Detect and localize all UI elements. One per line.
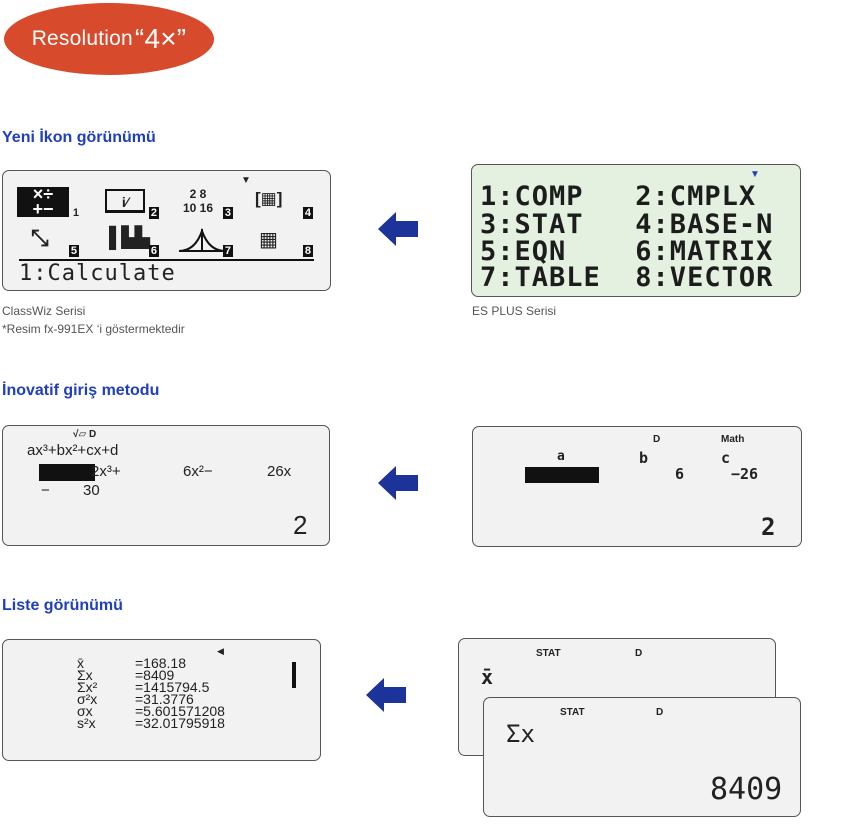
spreadsheet-icon: ▦ xyxy=(259,229,278,251)
classwiz-input-screen: √▱ D ax³+bx²+cx+d 2x³+ 6x²− 26x − 30 2 xyxy=(2,425,330,546)
stats-row: s²x =32.01795918 xyxy=(77,715,225,731)
esplus-menu-line: 5:EQN 6:MATRIX xyxy=(480,236,774,267)
menu-icon-normal-curve[interactable]: 7 xyxy=(171,223,233,257)
scroll-down-indicator-icon: ▼ xyxy=(750,169,760,180)
result-value: 2 xyxy=(761,513,776,541)
menu-selected-label: 1:Calculate xyxy=(19,259,314,286)
stats-row: x̄ =168.18 xyxy=(77,655,225,671)
esplus-menu-line: 7:TABLE 8:VECTOR xyxy=(480,262,774,293)
esplus-menu-line: 3:STAT 4:BASE-N xyxy=(480,209,774,240)
result-term-2: 6x²− xyxy=(183,463,213,480)
caption-esplus: ES PLUS Serisi xyxy=(472,304,557,318)
complex-icon: i⁄ xyxy=(105,189,145,213)
base-n-bottom: 10 16 xyxy=(182,201,214,215)
badge-prefix: Resolution xyxy=(31,27,133,50)
stats-label: x̄ xyxy=(77,655,84,671)
stats-value: =1415794.5 xyxy=(135,679,210,695)
stats-value: =32.01795918 xyxy=(135,715,225,731)
menu-icon-distribution[interactable]: ▌▙▙ 6 xyxy=(97,223,159,257)
cursor-highlight xyxy=(39,464,95,481)
coef-value-c: −26 xyxy=(731,465,759,483)
stats-value: =5.601571208 xyxy=(135,703,225,719)
stats-row: Σx =8409 xyxy=(77,667,225,683)
stats-value: =8409 xyxy=(135,667,175,683)
badge-emph: “4×” xyxy=(134,23,187,54)
section-heading-input: İnovatif giriş metodu xyxy=(2,382,160,399)
stats-label: σ²x xyxy=(77,691,98,707)
result-sign: − xyxy=(41,482,50,499)
left-arrow-icon xyxy=(366,678,406,712)
stats-variable-value: 8409 xyxy=(710,772,783,807)
stats-variable-label: x̄ xyxy=(481,665,494,689)
esplus-input-screen: D Math a b c 6 −26 2 xyxy=(472,426,802,547)
menu-icon-number: 8 xyxy=(302,245,313,257)
esplus-menu-line: 1:COMP 2:CMPLX xyxy=(480,181,757,212)
menu-icon-number: 5 xyxy=(68,245,79,257)
menu-icon-number: 6 xyxy=(148,245,159,257)
stats-row: σ²x =31.3776 xyxy=(77,691,225,707)
menu-icon-number: 7 xyxy=(222,245,233,257)
esplus-stats-front-screen: STAT D Σx 8409 xyxy=(483,697,801,817)
coef-label-a: a xyxy=(557,449,565,464)
menu-icon-number: 1 xyxy=(72,207,79,219)
menu-icon-base-n[interactable]: 2 8 10 16 3 xyxy=(171,185,233,219)
statistics-icon: ⤡ xyxy=(31,225,49,250)
scroll-left-indicator-icon: ◀ xyxy=(217,646,224,656)
menu-icon-calculate[interactable]: ×÷+− 1 xyxy=(17,185,79,219)
stats-list: x̄ =168.18 Σx =8409 Σx² =1415794.5 σ²x =31.3… xyxy=(77,655,225,731)
base-n-icon: 2 8 10 16 xyxy=(175,187,221,215)
stats-value: =168.18 xyxy=(135,655,186,671)
status-d: D xyxy=(656,707,664,718)
stats-value: =31.3776 xyxy=(135,691,194,707)
esplus-menu-screen: ▼ 1:COMP 2:CMPLX 3:STAT 4:BASE-N 5:EQN 6… xyxy=(471,164,801,297)
resolution-badge: Resolution“4×” xyxy=(4,3,214,75)
result-term-3: 26x xyxy=(267,463,292,480)
bell-curve-icon xyxy=(178,227,226,252)
left-arrow-icon xyxy=(378,212,418,246)
status-math: Math xyxy=(721,434,745,445)
caption-classwiz-series: ClassWiz Serisi xyxy=(2,304,86,318)
equation-form: ax³+bx²+cx+d xyxy=(27,442,119,459)
coef-label-b: b xyxy=(639,449,649,467)
calculate-icon: ×÷+− xyxy=(17,185,69,218)
base-n-top: 2 8 xyxy=(189,187,207,201)
scrollbar-thumb[interactable] xyxy=(292,662,296,688)
stats-label: σx xyxy=(77,703,93,719)
result-value: 2 xyxy=(293,510,308,540)
status-stat: STAT xyxy=(560,707,585,718)
status-stat: STAT xyxy=(536,648,561,659)
menu-icon-number: 2 xyxy=(148,207,159,219)
status-bar: √▱ D xyxy=(73,429,97,440)
menu-icon-matrix[interactable]: [▦] 4 xyxy=(251,185,313,219)
stats-row: Σx² =1415794.5 xyxy=(77,679,225,695)
caption-classwiz: ClassWiz Serisi *Resim fx-991EX ‘i göste… xyxy=(2,302,185,338)
stats-label: s²x xyxy=(77,715,96,731)
stats-variable-label: Σx xyxy=(506,720,535,748)
stats-row: σx =5.601571208 xyxy=(77,703,225,719)
status-d: D xyxy=(635,648,643,659)
menu-icon-number: 3 xyxy=(222,207,233,219)
caption-classwiz-note: *Resim fx-991EX ‘i göstermektedir xyxy=(2,322,185,336)
histogram-icon: ▌▙▙ xyxy=(109,227,150,249)
menu-icon-spreadsheet[interactable]: ▦ 8 xyxy=(251,223,313,257)
menu-icon-number: 4 xyxy=(302,207,313,219)
menu-icon-statistics[interactable]: ⤡ 5 xyxy=(17,223,79,257)
cursor-highlight xyxy=(525,467,599,483)
stats-label: Σx xyxy=(77,667,93,683)
coef-value-b: 6 xyxy=(675,465,685,483)
result-term-1: 2x³+ xyxy=(91,463,121,480)
matrix-icon: [▦] xyxy=(255,189,283,208)
result-constant: 30 xyxy=(83,482,100,499)
scroll-down-indicator-icon: ▼ xyxy=(241,175,251,186)
status-d: D xyxy=(653,434,661,445)
menu-icon-complex[interactable]: i⁄ 2 xyxy=(97,185,159,219)
section-heading-list: Liste görünümü xyxy=(2,597,123,614)
coef-label-c: c xyxy=(721,449,731,467)
classwiz-menu-screen: ▼ ×÷+− 1 i⁄ 2 2 8 10 16 3 [▦] 4 ⤡ 5 ▌▙▙ … xyxy=(2,170,331,291)
stats-label: Σx² xyxy=(77,679,98,695)
classwiz-stats-screen: ◀ x̄ =168.18 Σx =8409 Σx² =1415794.5 σ²x =31… xyxy=(2,639,321,761)
section-heading-icons: Yeni İkon görünümü xyxy=(2,129,156,146)
left-arrow-icon xyxy=(378,466,418,500)
